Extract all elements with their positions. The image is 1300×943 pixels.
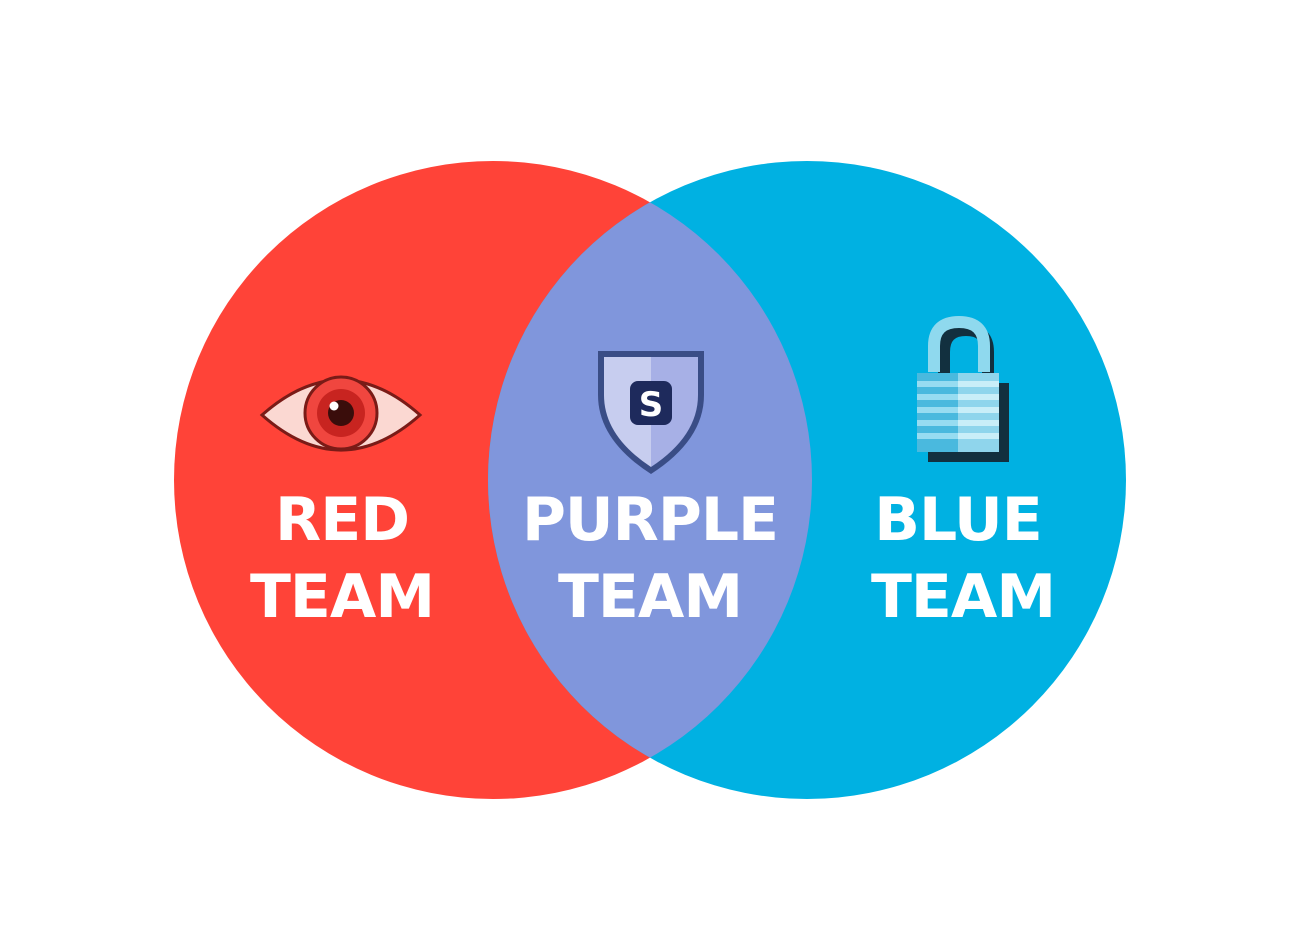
padlock-icon	[917, 315, 1009, 462]
purple-team-label-line1: PURPLE	[522, 485, 778, 555]
shield-letter: S	[639, 385, 664, 425]
blue-team-label-line2: TEAM	[871, 562, 1055, 632]
red-team-label-line2: TEAM	[250, 562, 434, 632]
purple-team-label-line2: TEAM	[558, 562, 742, 632]
shield-icon: S	[598, 351, 704, 474]
eye-icon	[259, 375, 423, 452]
red-team-label-line1: RED	[275, 485, 409, 555]
purple-team-overlap	[488, 161, 812, 799]
blue-team-label-line1: BLUE	[874, 485, 1042, 555]
